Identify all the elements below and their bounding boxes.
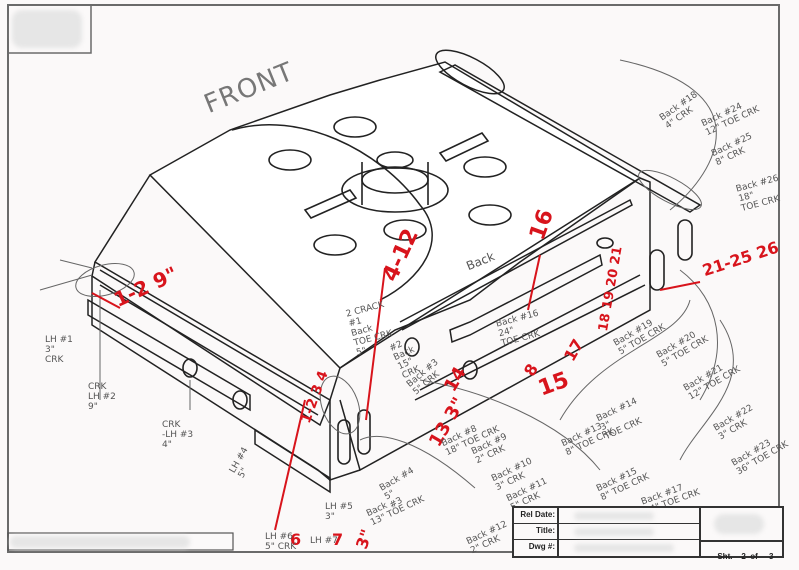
note-lh1: LH #1 3" CRK [45,335,73,365]
note-lh6: LH #6 5" CRK [265,532,297,552]
sheet-indicator: Sht. 2 of 3 [704,543,773,570]
redacted-logo [12,10,82,48]
red-callout-7: 7 [332,530,344,549]
title-block-divider [699,508,701,556]
redacted-title [574,528,654,536]
redacted-footer-text [10,536,190,548]
sheet-number: 2 [741,552,746,561]
note-lh3: CRK -LH #3 4" [162,420,194,450]
title-block-row-rel-date: Rel Date: [514,508,699,524]
note-lh7: LH #7 [310,536,338,546]
title-block-divider [557,508,559,556]
dwg-number-label: Dwg #: [528,542,555,551]
note-lh2: CRK LH #2 9" [88,382,116,412]
of-label: of [750,552,758,561]
title-block-divider [699,540,782,542]
redacted-rel-date [574,512,654,520]
sheet-label: Sht. [717,552,733,561]
title-block-row-title: Title: [514,524,699,540]
title-block: Rel Date: Title: Dwg #: Sht. 2 of 3 [512,506,784,561]
rel-date-label: Rel Date: [520,510,555,519]
note-lh5: LH #5 3" [325,502,353,522]
red-callout-6: 6 [290,530,302,549]
title-block-row-dwg: Dwg #: [514,540,782,555]
redacted-dwg-number [574,544,674,552]
title-label: Title: [536,526,555,535]
sheet-total: 3 [768,552,774,561]
redacted-logo-box [714,514,764,534]
